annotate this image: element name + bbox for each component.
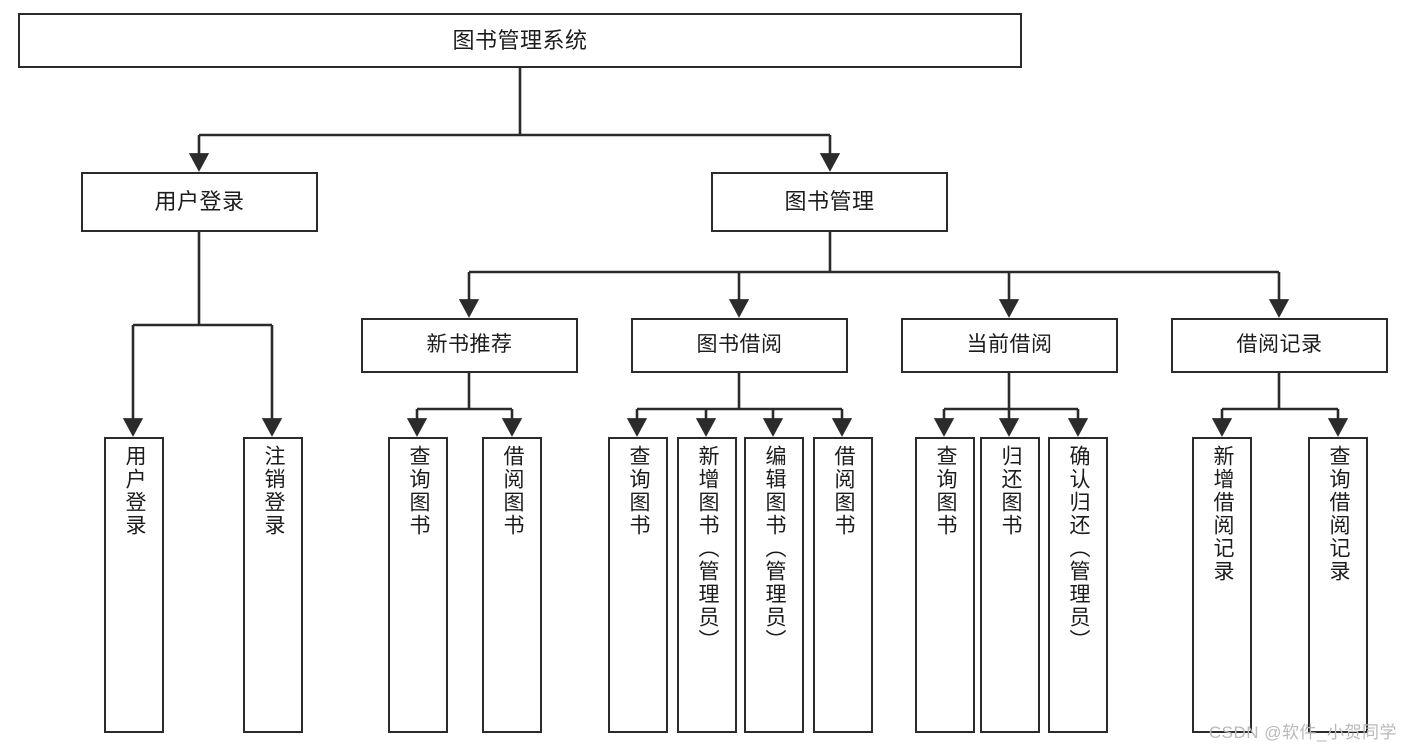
- leaf-new-book-query-book[interactable]: 查询图书: [388, 437, 448, 733]
- node-label: 新增图书（管理员）: [696, 445, 720, 652]
- leaf-current-borrow-confirm-return-admin[interactable]: 确认归还（管理员）: [1048, 437, 1108, 733]
- leaf-borrow-record-query-record[interactable]: 查询借阅记录: [1308, 437, 1368, 733]
- leaf-borrow-record-add-record[interactable]: 新增借阅记录: [1192, 437, 1252, 733]
- leaf-book-borrow-add-book-admin[interactable]: 新增图书（管理员）: [677, 437, 737, 733]
- csdn-watermark: CSDN @软件_小贺同学: [1208, 723, 1397, 742]
- leaf-current-borrow-query-book[interactable]: 查询图书: [915, 437, 975, 733]
- node-label: 注销登录: [262, 445, 286, 537]
- node-label: 用户登录: [123, 445, 147, 537]
- node-label: 新书推荐: [426, 333, 513, 357]
- node-label: 归还图书: [999, 445, 1023, 537]
- leaf-user-login-login[interactable]: 用户登录: [104, 437, 164, 733]
- node-label: 当前借阅: [966, 333, 1053, 357]
- node-label: 查询图书: [934, 445, 958, 537]
- leaf-book-borrow-borrow-book[interactable]: 借阅图书: [813, 437, 873, 733]
- node-label: 用户登录: [154, 189, 245, 215]
- leaf-book-borrow-query-book[interactable]: 查询图书: [608, 437, 668, 733]
- node-label: 查询图书: [627, 445, 651, 537]
- node-root-library-system[interactable]: 图书管理系统: [18, 13, 1022, 68]
- node-book-management[interactable]: 图书管理: [711, 172, 948, 232]
- node-label: 确认归还（管理员）: [1067, 445, 1091, 652]
- node-label: 查询图书: [407, 445, 431, 537]
- leaf-user-login-logout[interactable]: 注销登录: [243, 437, 303, 733]
- node-book-borrow[interactable]: 图书借阅: [631, 318, 848, 373]
- node-new-book-recommend[interactable]: 新书推荐: [361, 318, 578, 373]
- node-label: 查询借阅记录: [1327, 445, 1351, 583]
- node-label: 图书借阅: [696, 333, 783, 357]
- node-current-borrow[interactable]: 当前借阅: [901, 318, 1118, 373]
- leaf-new-book-borrow-book[interactable]: 借阅图书: [482, 437, 542, 733]
- node-user-login[interactable]: 用户登录: [81, 172, 318, 232]
- node-label: 借阅图书: [501, 445, 525, 537]
- leaf-current-borrow-return-book[interactable]: 归还图书: [980, 437, 1040, 733]
- node-label: 编辑图书（管理员）: [763, 445, 787, 652]
- node-borrow-record[interactable]: 借阅记录: [1171, 318, 1388, 373]
- leaf-book-borrow-edit-book-admin[interactable]: 编辑图书（管理员）: [744, 437, 804, 733]
- node-label: 借阅记录: [1236, 333, 1323, 357]
- node-label: 新增借阅记录: [1211, 445, 1235, 583]
- node-label: 图书管理系统: [452, 27, 588, 53]
- node-label: 图书管理: [784, 189, 875, 215]
- node-label: 借阅图书: [832, 445, 856, 537]
